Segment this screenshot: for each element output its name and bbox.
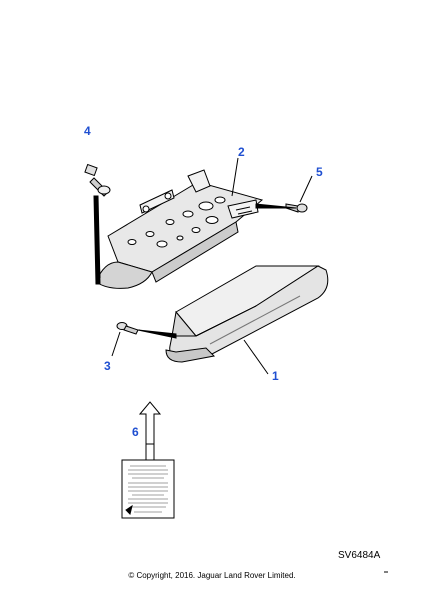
callout-5: 5 xyxy=(316,165,323,179)
label-text-lines xyxy=(128,465,168,513)
reference-code: SV6484A xyxy=(338,550,381,561)
callout-6: 6 xyxy=(132,425,139,439)
glovebox-lid xyxy=(165,265,329,363)
callout-4: 4 xyxy=(84,124,91,138)
screw-left xyxy=(116,322,139,335)
label-logo-icon xyxy=(125,504,133,515)
copyright-notice: © Copyright, 2016. Jaguar Land Rover Lim… xyxy=(128,571,295,580)
callout-2: 2 xyxy=(238,145,245,159)
leader-lines xyxy=(93,157,313,375)
callout-3: 3 xyxy=(104,359,111,373)
callout-numbers: 4 2 5 3 1 6 xyxy=(84,124,323,439)
callout-1: 1 xyxy=(272,369,279,383)
bolt-fastener xyxy=(84,163,111,197)
label-tag xyxy=(121,401,175,519)
glovebox-housing xyxy=(95,169,264,289)
